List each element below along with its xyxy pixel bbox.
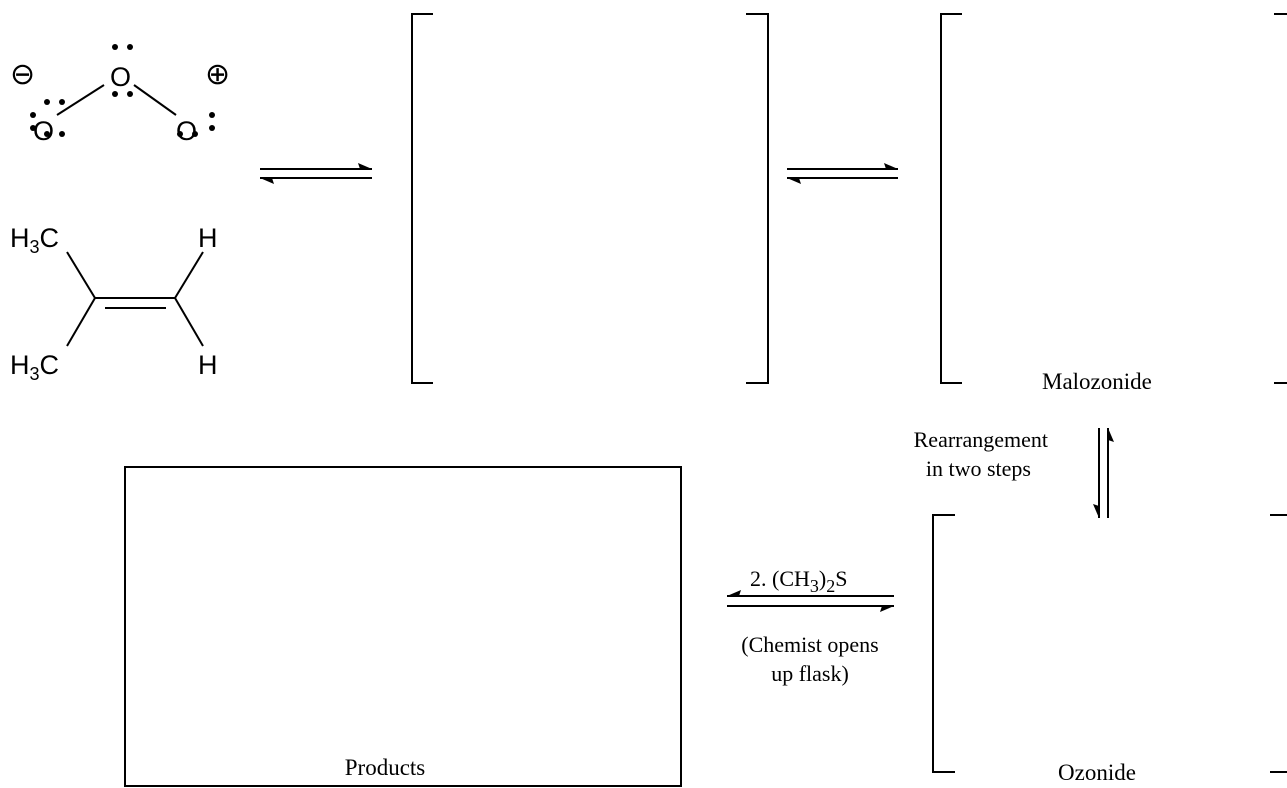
ozone-oxygen-right: O	[176, 116, 197, 146]
ozone-oxygen-left: O	[33, 116, 54, 146]
ozone-molecule: O O O ⊖ ⊕	[10, 44, 230, 146]
equilibrium-arrow-2	[787, 163, 898, 184]
intermediate-bracket-left	[411, 13, 433, 384]
malozonide-label: Malozonide	[1042, 369, 1152, 394]
alkene-molecule: H3C H3C H H	[10, 223, 218, 384]
chemist-note-line2: up flask)	[771, 661, 849, 686]
methyl-group-top: H3C	[10, 223, 59, 257]
alkene-bond-upper-left	[66, 251, 96, 299]
ozone-bond-right	[133, 84, 177, 116]
alkene-bond-lower-right	[174, 297, 204, 347]
malozonide-bracket-left	[940, 13, 962, 384]
equilibrium-arrow-1	[260, 163, 372, 184]
hydrogen-bottom: H	[198, 350, 218, 380]
ozone-oxygen-central: O	[110, 62, 131, 92]
workup-equilibrium-arrow	[727, 590, 894, 612]
vertical-equilibrium-arrow	[1093, 428, 1114, 518]
ozone-lone-pairs	[30, 44, 215, 137]
ozone-negative-charge: ⊖	[10, 58, 35, 91]
rearrangement-label-line1: Rearrangement	[914, 427, 1048, 452]
products-box	[124, 466, 682, 787]
alkene-bond-lower-left	[66, 297, 96, 347]
hydrogen-top: H	[198, 223, 218, 253]
ozone-bond-left	[56, 84, 105, 116]
intermediate-bracket-right	[746, 13, 769, 384]
rearrangement-label-line2: in two steps	[926, 456, 1031, 481]
alkene-bond-upper-right	[174, 251, 204, 299]
products-label: Products	[345, 755, 426, 780]
ozonide-bracket-left	[932, 514, 955, 773]
ozonide-label: Ozonide	[1058, 760, 1136, 785]
methyl-group-bottom: H3C	[10, 350, 59, 384]
chemist-note-line1: (Chemist opens	[741, 632, 879, 657]
reagent-label: 2. (CH3)2S	[750, 566, 847, 596]
ozone-positive-charge: ⊕	[205, 58, 230, 91]
